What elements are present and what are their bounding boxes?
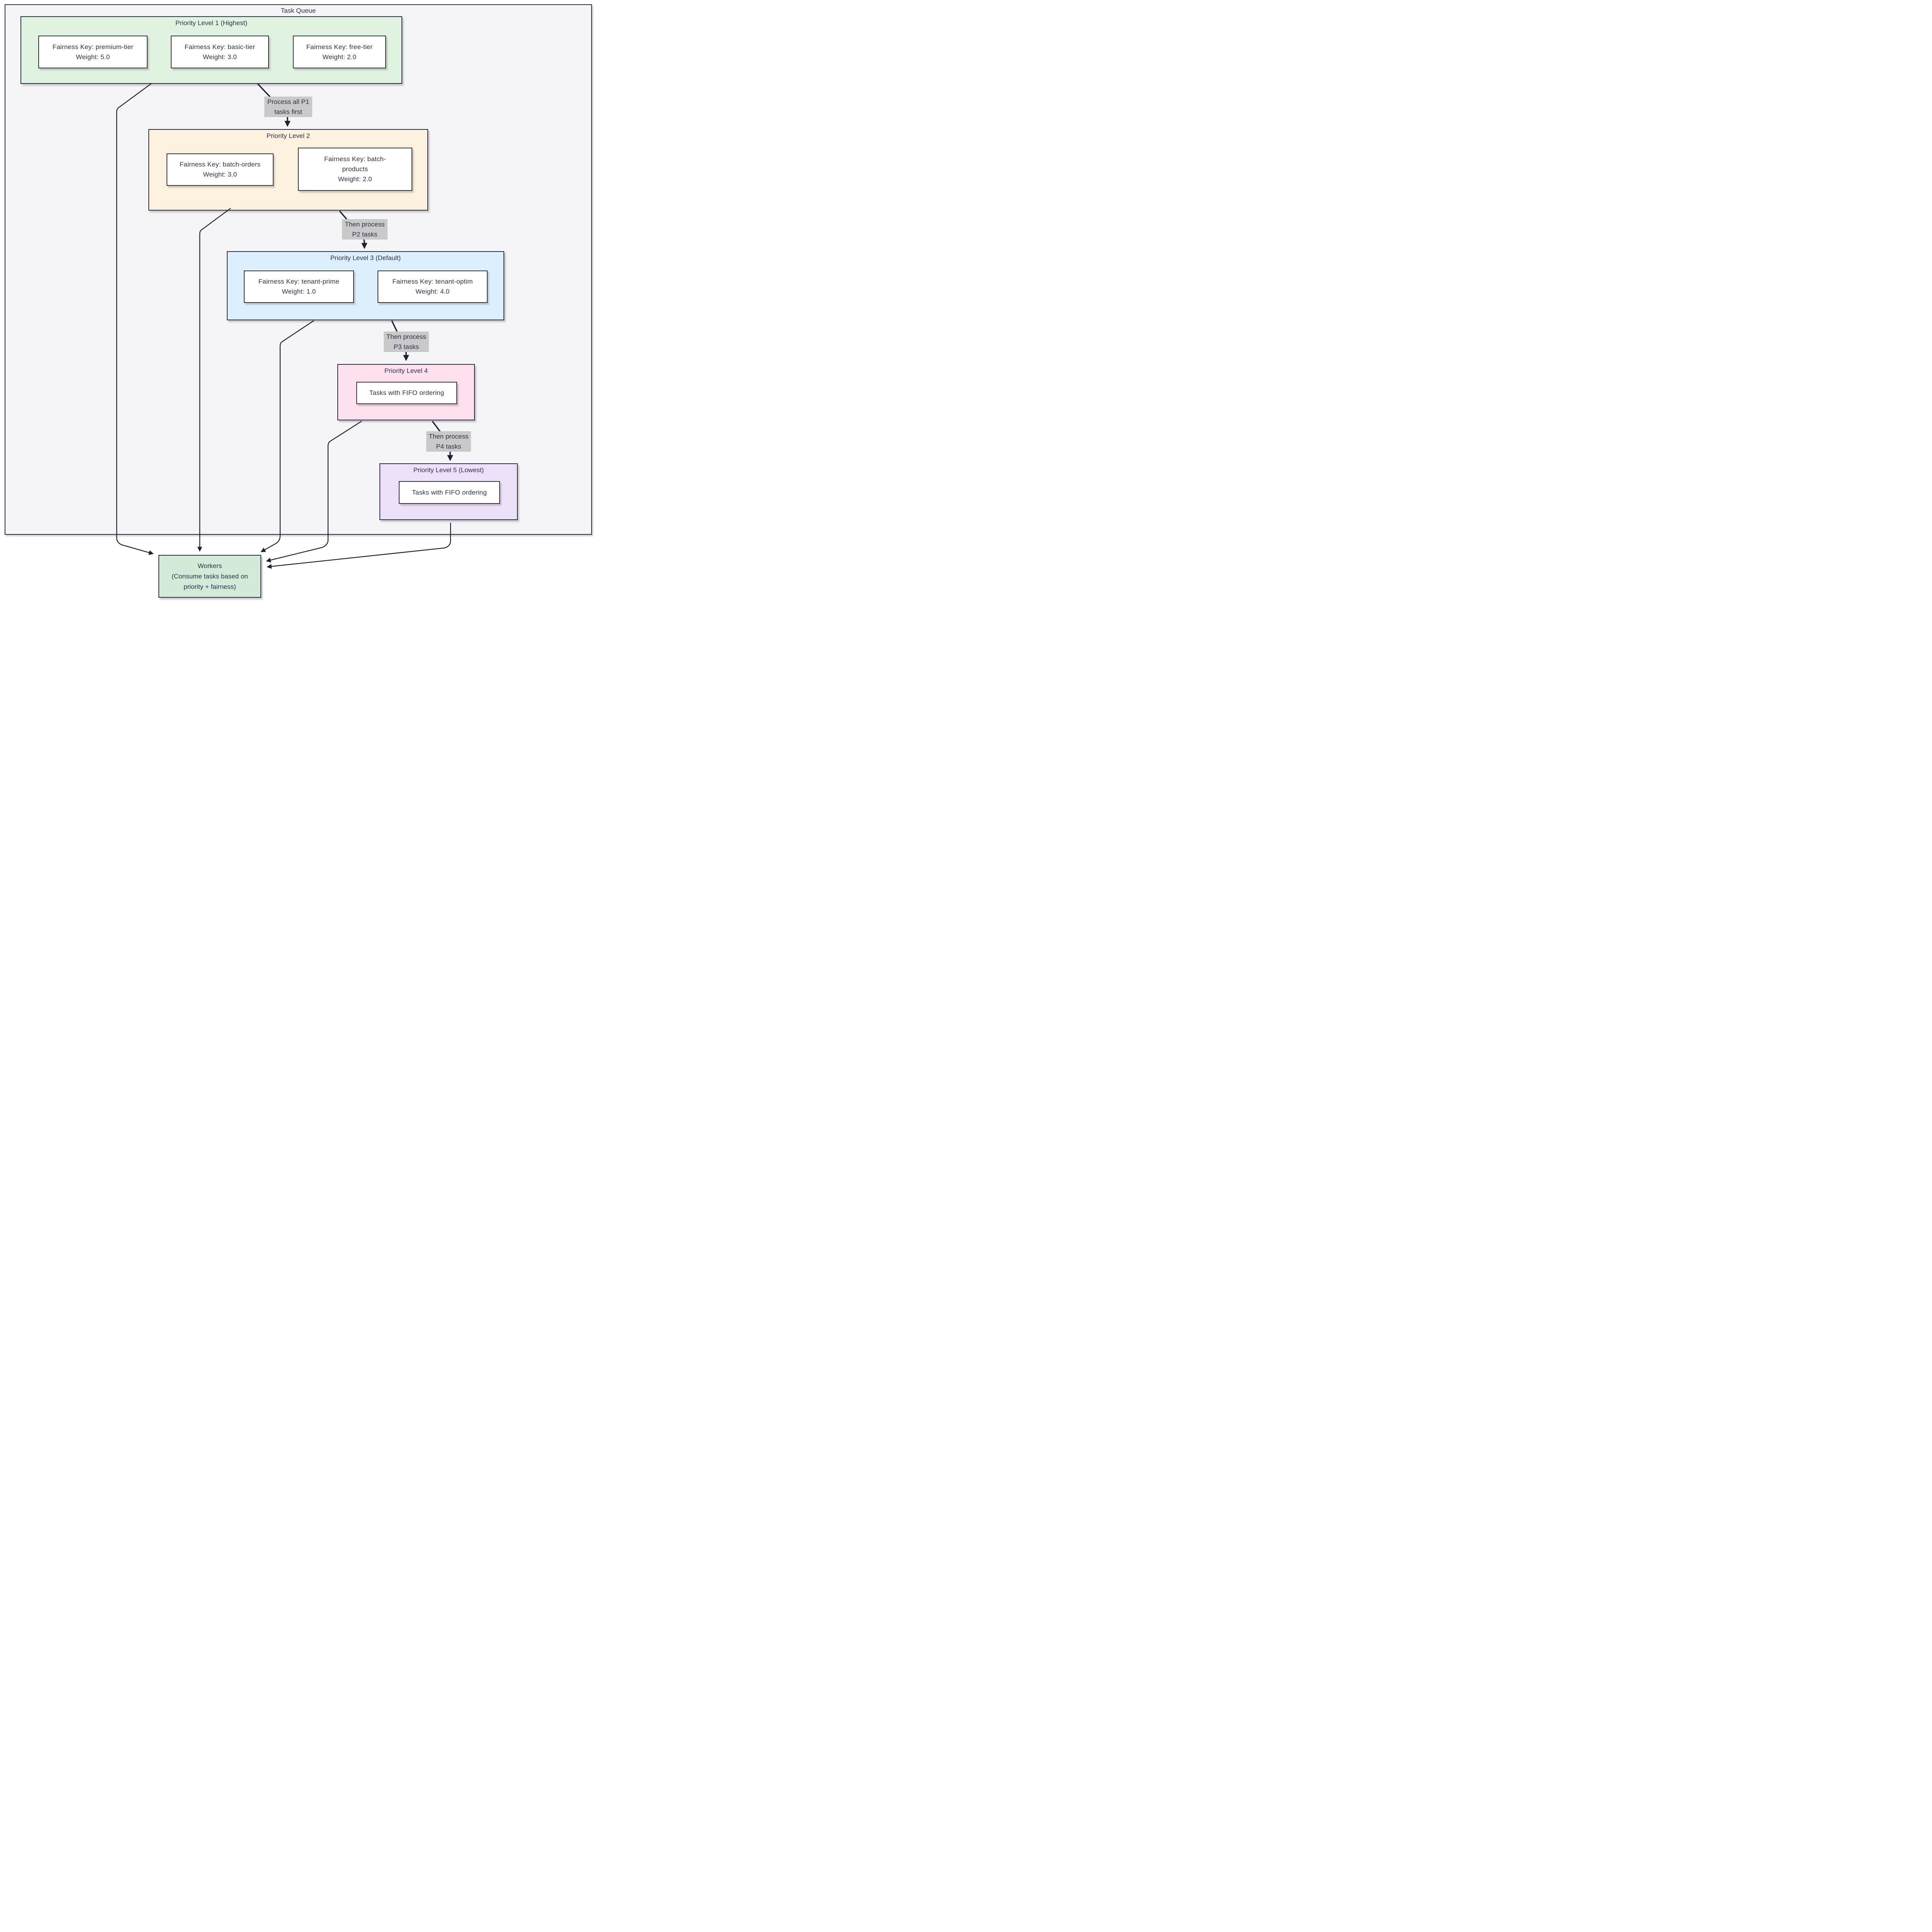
node-fifo-p4: Tasks with FIFO ordering [356,382,457,404]
node-tenant-prime: Fairness Key: tenant-prime Weight: 1.0 [244,270,354,303]
edge-label-process-p3-line2: P3 tasks [393,343,419,350]
node-batch-products-line2: products [342,165,368,173]
edge-label-process-p3-line1: Then process [386,333,426,340]
priority-level-5-group: Priority Level 5 (Lowest) Tasks with FIF… [379,463,518,520]
node-free-tier-line1: Fairness Key: free-tier [306,43,373,51]
edge-label-process-p2: Then process P2 tasks [342,219,388,240]
priority-level-5-title: Priority Level 5 (Lowest) [413,466,484,474]
node-batch-products-line3: Weight: 2.0 [338,175,372,183]
workers-line3: priority + fairness) [184,583,236,590]
priority-level-1-group: Priority Level 1 (Highest) Fairness Key:… [20,16,402,84]
priority-level-4-title: Priority Level 4 [384,367,428,374]
task-queue-title: Task Queue [281,7,316,14]
node-basic-tier-line2: Weight: 3.0 [203,53,237,61]
node-batch-orders-line2: Weight: 3.0 [203,171,237,178]
node-fifo-p5-line1: Tasks with FIFO ordering [412,488,487,496]
priority-level-3-title: Priority Level 3 (Default) [330,254,401,262]
edge-label-process-p4-line2: P4 tasks [436,442,461,450]
edge-label-process-p4: Then process P4 tasks [426,431,471,452]
node-basic-tier-line1: Fairness Key: basic-tier [184,43,255,51]
edge-label-process-p1-line2: tasks first [274,108,302,116]
node-basic-tier: Fairness Key: basic-tier Weight: 3.0 [171,36,269,68]
node-tenant-optim: Fairness Key: tenant-optim Weight: 4.0 [378,270,488,303]
node-free-tier: Fairness Key: free-tier Weight: 2.0 [293,36,386,68]
node-fifo-p4-line1: Tasks with FIFO ordering [369,389,444,396]
node-batch-products: Fairness Key: batch- products Weight: 2.… [298,148,412,191]
priority-level-4-group: Priority Level 4 Tasks with FIFO orderin… [337,364,475,420]
diagram-canvas: Task Queue Priority Level 1 (Highest) Fa… [0,0,596,601]
priority-level-3-group: Priority Level 3 (Default) Fairness Key:… [227,251,504,320]
edge-label-process-p1-line1: Process all P1 [267,98,310,105]
node-fifo-p5: Tasks with FIFO ordering [399,481,500,504]
node-batch-orders: Fairness Key: batch-orders Weight: 3.0 [167,153,274,186]
priority-level-2-title: Priority Level 2 [266,132,310,139]
workers-node: Workers (Consume tasks based on priority… [158,555,261,598]
edge-label-process-p4-line1: Then process [429,432,469,440]
node-tenant-prime-line2: Weight: 1.0 [282,288,316,295]
node-premium-tier-line1: Fairness Key: premium-tier [52,43,134,51]
node-tenant-optim-line2: Weight: 4.0 [415,288,450,295]
node-batch-products-line1: Fairness Key: batch- [324,155,386,163]
node-premium-tier-line2: Weight: 5.0 [76,53,110,61]
priority-level-2-group: Priority Level 2 Fairness Key: batch-ord… [148,129,428,211]
workers-line2: (Consume tasks based on [172,573,248,580]
node-tenant-prime-line1: Fairness Key: tenant-prime [258,278,340,285]
node-batch-orders-line1: Fairness Key: batch-orders [179,161,261,168]
edge-label-process-p3: Then process P3 tasks [384,332,429,352]
workers-line1: Workers [197,562,222,570]
edge-label-process-p1: Process all P1 tasks first [264,97,312,117]
node-free-tier-line2: Weight: 2.0 [322,53,357,61]
node-premium-tier: Fairness Key: premium-tier Weight: 5.0 [38,36,148,68]
edge-label-process-p2-line2: P2 tasks [352,230,378,238]
edge-label-process-p2-line1: Then process [345,220,385,228]
node-tenant-optim-line1: Fairness Key: tenant-optim [392,278,473,285]
priority-level-1-title: Priority Level 1 (Highest) [175,19,248,27]
